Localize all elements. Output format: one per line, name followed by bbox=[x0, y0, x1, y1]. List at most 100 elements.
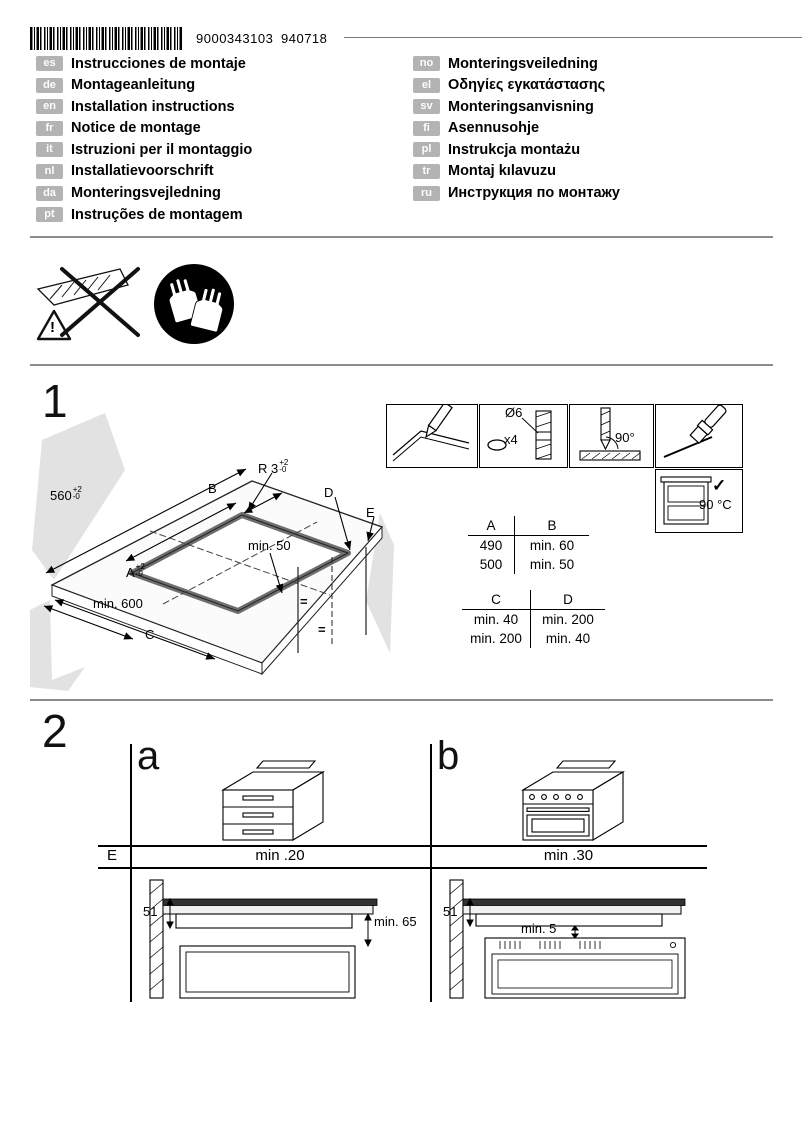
leader-min50 bbox=[269, 552, 284, 594]
table-cell: 490 bbox=[479, 537, 503, 553]
language-title: Monteringsveiledning bbox=[448, 55, 598, 72]
protective-gloves-icon bbox=[154, 264, 234, 344]
e-row-label: E bbox=[107, 847, 118, 864]
leader-R3 bbox=[247, 472, 273, 512]
table-header: D bbox=[530, 590, 605, 609]
e-row-top-line bbox=[98, 845, 707, 847]
cooktop-glass bbox=[462, 898, 686, 906]
language-title: Asennusohje bbox=[448, 120, 540, 137]
language-title: Notice de montage bbox=[71, 120, 201, 137]
hole-diameter-icon bbox=[487, 410, 552, 460]
detail-box-temperature bbox=[655, 469, 743, 533]
e-value-a: min .20 bbox=[255, 847, 305, 864]
language-code-badge: en bbox=[36, 99, 63, 115]
variant-a-label: a bbox=[137, 734, 160, 778]
header-rule bbox=[344, 37, 802, 38]
hob-edge bbox=[555, 760, 617, 769]
worktop-section bbox=[162, 904, 374, 915]
variant-b-label: b bbox=[437, 734, 460, 778]
detail-box-drill-angle bbox=[569, 404, 654, 468]
angle-label-90: 90° bbox=[615, 430, 635, 445]
dim-line-A bbox=[125, 502, 237, 562]
table-cell: min. 50 bbox=[514, 555, 589, 574]
e-row-bottom-line bbox=[98, 867, 707, 869]
language-title: Instruções de montagem bbox=[71, 206, 243, 223]
cooktop-glass bbox=[162, 898, 378, 906]
dim-label-min50: min. 50 bbox=[248, 538, 291, 553]
dim-label-min5: min. 5 bbox=[521, 921, 557, 936]
dim-label-B: B bbox=[208, 481, 217, 496]
dim-label-560: 560+2-0 bbox=[50, 485, 82, 504]
table-cell: min. 60 bbox=[514, 536, 589, 555]
e-value-b: min .30 bbox=[543, 847, 594, 864]
oven-vents bbox=[499, 941, 601, 949]
dim-line-C bbox=[43, 605, 134, 640]
leader-D bbox=[334, 496, 352, 551]
detail-box-drill-hole bbox=[479, 404, 568, 468]
pencil-marking-icon bbox=[392, 405, 470, 462]
language-code-badge: ru bbox=[413, 185, 440, 201]
cross-out-x bbox=[60, 267, 140, 337]
wall bbox=[149, 879, 164, 999]
section-divider bbox=[30, 236, 773, 238]
language-code-badge: da bbox=[36, 185, 63, 201]
language-title: Инструкция по монтажу bbox=[448, 185, 620, 202]
section-divider bbox=[30, 699, 773, 701]
barcode-number: 9000343103 bbox=[196, 31, 274, 46]
language-code-badge: fi bbox=[413, 120, 440, 136]
equal-mark: = bbox=[300, 594, 308, 609]
language-title: Οδηγίες εγκατάστασης bbox=[448, 77, 606, 94]
cross-section-a bbox=[149, 879, 378, 999]
worktop-section bbox=[462, 904, 682, 915]
section-2-number: 2 bbox=[42, 705, 68, 757]
cutout-isometric-drawing bbox=[30, 413, 394, 691]
language-code-badge: pt bbox=[36, 207, 63, 223]
dim-label-E: E bbox=[366, 505, 375, 520]
column-divider-b bbox=[430, 744, 432, 1002]
table-header: A bbox=[486, 517, 496, 533]
dim-arrow-51 bbox=[466, 897, 474, 928]
language-row: ru Инструкция по монтажу bbox=[413, 185, 620, 202]
count-label-x4: x4 bbox=[504, 432, 518, 447]
dim-arrow-51 bbox=[166, 897, 174, 930]
table-header: C bbox=[491, 591, 501, 607]
sealant-brush-icon bbox=[663, 405, 727, 458]
drill-90-degrees-icon bbox=[579, 407, 641, 461]
language-code-badge: es bbox=[36, 56, 63, 71]
equal-mark: = bbox=[318, 622, 326, 637]
table-row: 490 min. 60 bbox=[468, 536, 589, 555]
glass-edge-warning-icon bbox=[36, 267, 140, 341]
language-title: Montaj kılavuzu bbox=[448, 163, 556, 180]
language-title: Monteringsanvisning bbox=[448, 98, 594, 115]
language-code-badge: nl bbox=[36, 163, 63, 179]
table-header: B bbox=[514, 516, 589, 535]
check-icon: ✓ bbox=[712, 476, 727, 495]
dim-label-A: A+2-0 bbox=[126, 562, 145, 581]
dimension-lines bbox=[43, 468, 375, 660]
dim-arrow-min65 bbox=[364, 912, 372, 948]
language-code-badge: pl bbox=[413, 142, 440, 158]
dim-label-min65: min. 65 bbox=[374, 914, 417, 929]
language-code-badge: de bbox=[36, 77, 63, 93]
